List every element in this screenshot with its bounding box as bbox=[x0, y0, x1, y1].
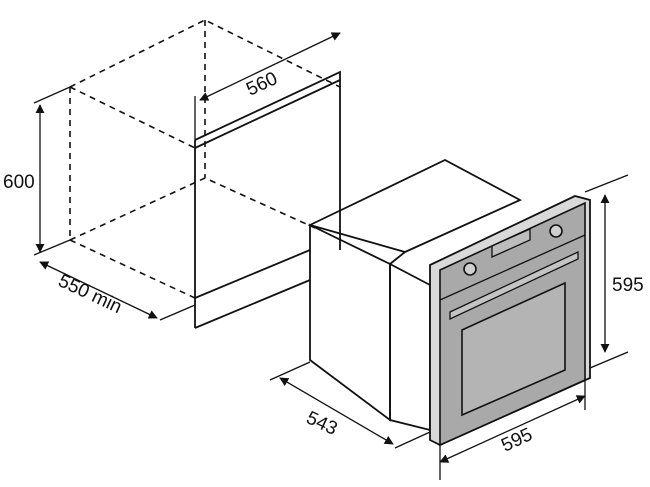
dimension-lines bbox=[33, 32, 629, 480]
oven-width-label: 595 bbox=[498, 424, 536, 456]
door-handle bbox=[449, 250, 579, 321]
oven-front bbox=[429, 195, 591, 447]
right-knob-icon bbox=[549, 224, 563, 238]
cabinet-niche bbox=[69, 19, 341, 329]
niche-height-label: 600 bbox=[3, 172, 35, 193]
oven-height-label: 595 bbox=[612, 275, 644, 296]
oven-depth-label: 543 bbox=[303, 407, 341, 439]
niche-depth-label: 550 min bbox=[55, 270, 125, 318]
left-knob-icon bbox=[463, 262, 477, 276]
oven-window bbox=[461, 281, 566, 417]
display-panel bbox=[491, 227, 531, 259]
niche-width-label: 560 bbox=[243, 68, 281, 100]
